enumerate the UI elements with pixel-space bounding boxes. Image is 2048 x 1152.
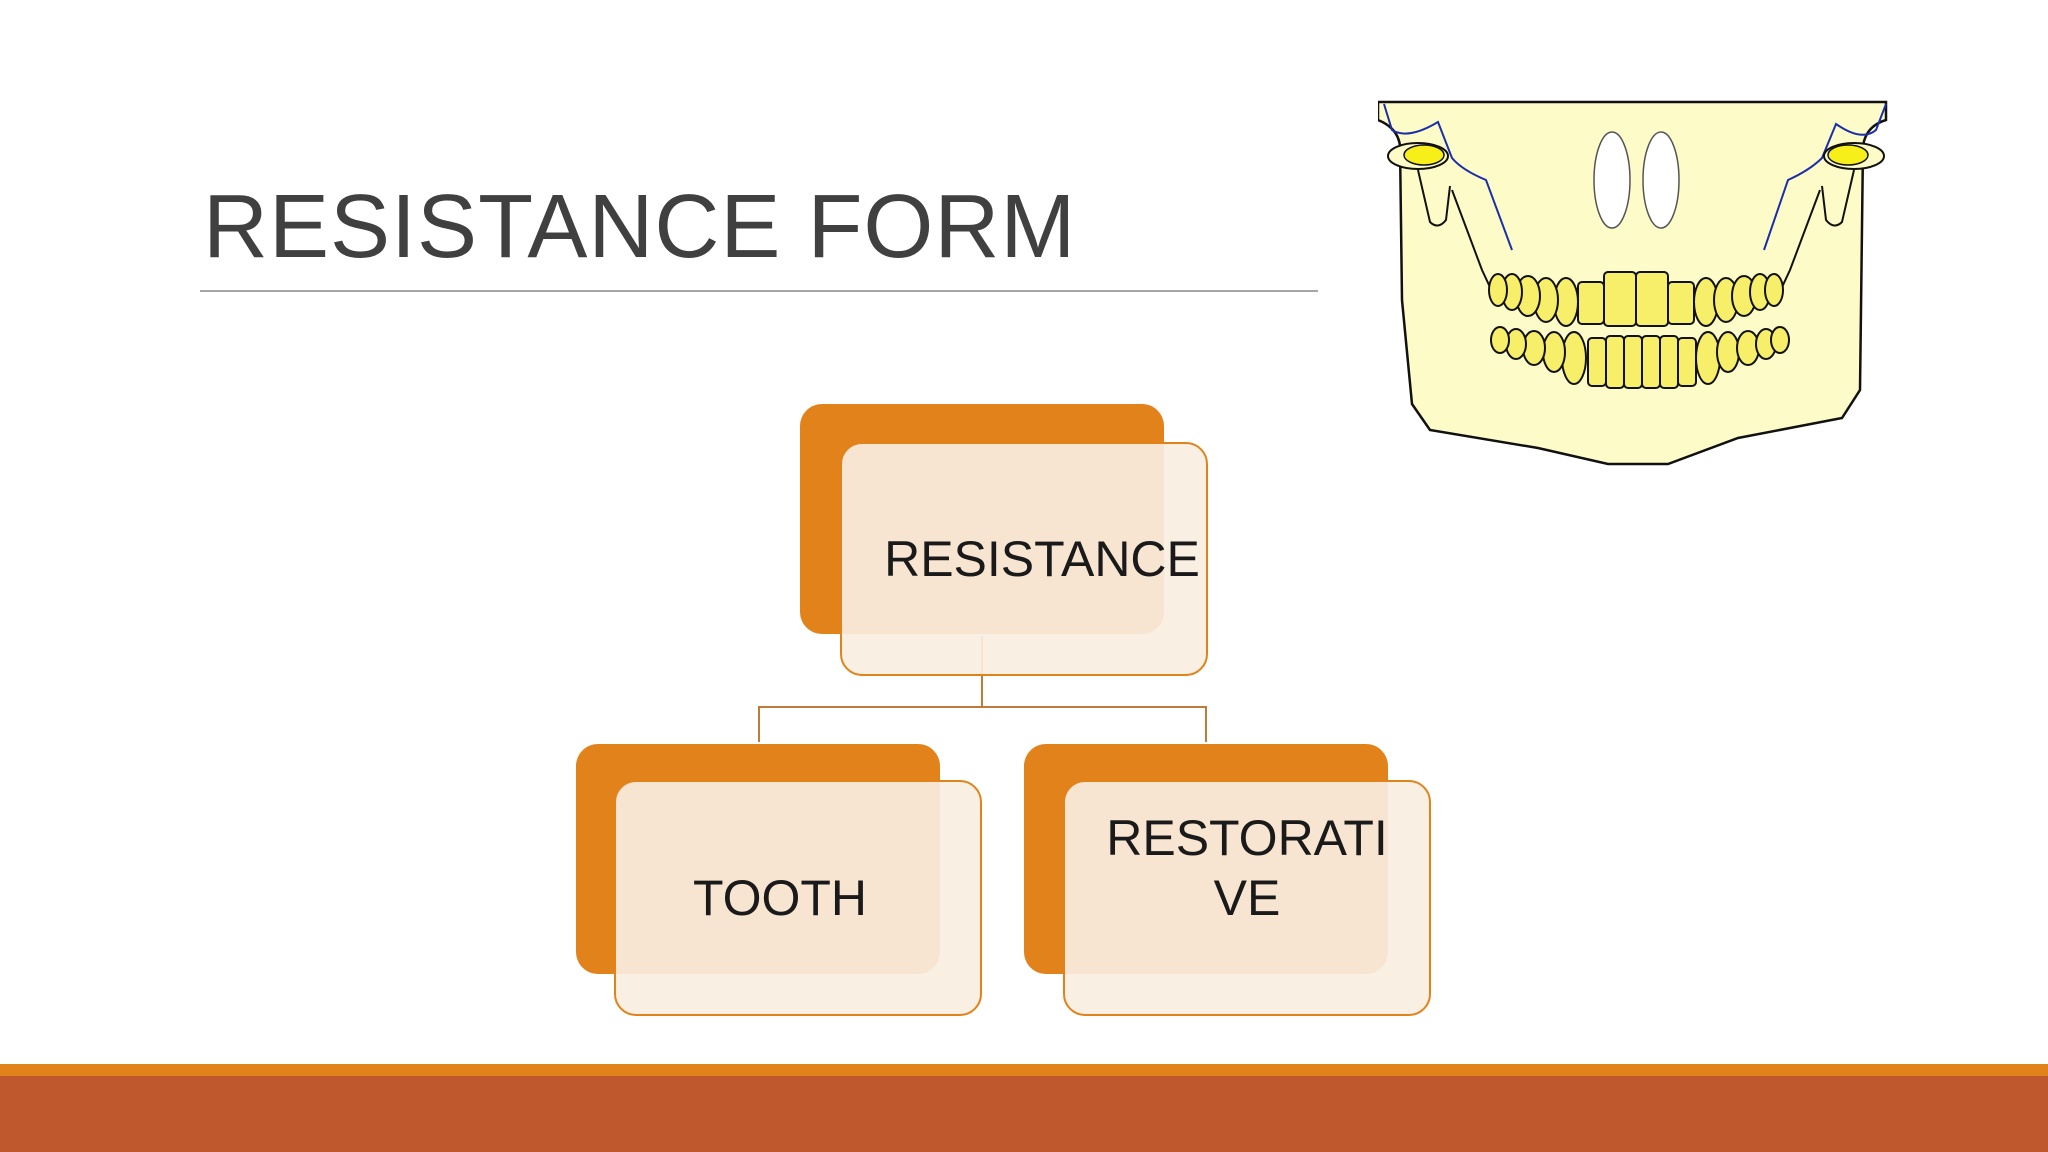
ramus-left <box>1417 169 1451 227</box>
condyle-left-core <box>1403 144 1445 166</box>
nerve-line-right <box>1763 103 1887 251</box>
footer-stripe-accent <box>0 1064 2048 1076</box>
connector-left-down <box>758 706 760 742</box>
upper-teeth <box>1488 271 1784 327</box>
jaw-illustration <box>1378 100 1888 466</box>
ramus-right <box>1821 169 1855 227</box>
nerve-line-left <box>1383 103 1513 251</box>
node-restorative-label: RESTORATIVE <box>1106 810 1388 926</box>
title-underline <box>200 290 1318 292</box>
slide-title: RESISTANCE FORM <box>203 177 1077 277</box>
nasal-opening-right <box>1642 131 1680 229</box>
node-root: RESISTANCE <box>840 442 1208 676</box>
node-restorative: RESTORATIVE <box>1063 780 1431 1016</box>
footer-stripe-base <box>0 1076 2048 1152</box>
node-tooth: TOOTH <box>614 780 982 1016</box>
connector-horizontal <box>758 706 1207 708</box>
connector-right-down <box>1205 706 1207 742</box>
lower-teeth <box>1490 326 1790 389</box>
node-tooth-label: TOOTH <box>692 870 868 926</box>
nasal-opening-left <box>1593 131 1631 229</box>
condyle-right-core <box>1827 144 1869 166</box>
node-root-label: RESISTANCE <box>884 531 1200 587</box>
